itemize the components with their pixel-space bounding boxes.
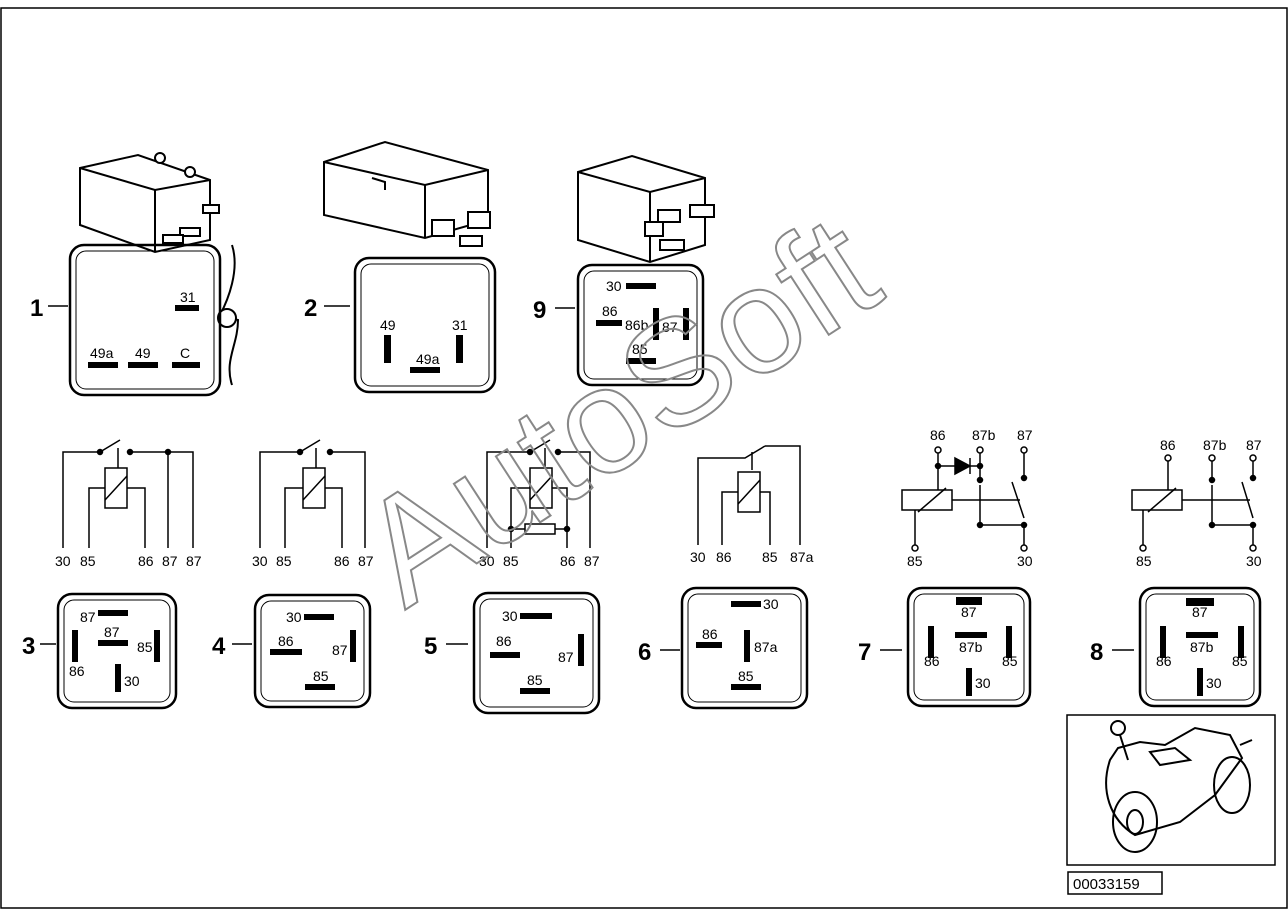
relay-9-pin-86: 86 [602, 303, 618, 319]
schematic-4 [259, 439, 366, 548]
sch8-label-87: 87 [1246, 437, 1262, 453]
relay-1-drawing [79, 152, 240, 386]
sch7-label-86: 86 [930, 427, 946, 443]
relay-9-pin-30: 30 [606, 278, 622, 294]
sch5-label-30: 30 [479, 553, 495, 569]
relay-5-pin-face: 30 86 87 85 [472, 591, 601, 715]
relay-5-pin-86: 86 [496, 633, 512, 649]
sch8-label-85: 85 [1136, 553, 1152, 569]
relay-2-pin-face: 49 31 49a [353, 256, 497, 394]
relay-1-pin-49a: 49a [90, 345, 114, 361]
relay-8-pin-86: 86 [1156, 653, 1172, 669]
sch5-label-86: 86 [560, 553, 576, 569]
sch3-label-86: 86 [138, 553, 154, 569]
sch6-label-85: 85 [762, 549, 778, 565]
relay-1-pin-face: 31 49a 49 C [68, 243, 222, 397]
relay-4-pin-30: 30 [286, 609, 302, 625]
relay-6-pin-85: 85 [738, 668, 754, 684]
relay-8-pin-30: 30 [1206, 675, 1222, 691]
relay-9-drawing [577, 154, 715, 264]
relay-3-pin-85: 85 [137, 639, 153, 655]
sch6-label-30: 30 [690, 549, 706, 565]
schematic-5 [486, 439, 591, 548]
sch3-label-87-2: 87 [186, 553, 202, 569]
schematic-8 [1131, 454, 1257, 552]
sch8-label-30: 30 [1246, 553, 1262, 569]
relay-9-pin-85: 85 [632, 341, 648, 357]
relay-5-number: 5 [424, 633, 437, 660]
relay-7-pin-87b: 87b [959, 639, 983, 655]
sch4-label-87: 87 [358, 553, 374, 569]
sch8-label-87b: 87b [1203, 437, 1227, 453]
relay-3-pin-87b: 87 [104, 624, 120, 640]
sch4-label-85: 85 [276, 553, 292, 569]
relay-7-number: 7 [858, 639, 871, 666]
sch3-label-85: 85 [80, 553, 96, 569]
sch7-label-85: 85 [907, 553, 923, 569]
relay-4-pin-face: 30 86 87 85 [253, 593, 372, 709]
motorcycle-thumbnail [1066, 714, 1276, 866]
relay-3-pin-86: 86 [69, 663, 85, 679]
sch7-label-87b: 87b [972, 427, 996, 443]
relay-4-pin-87: 87 [332, 642, 348, 658]
relay-6-pin-86: 86 [702, 626, 718, 642]
relay-4-number: 4 [212, 633, 226, 660]
relay-9-pin-87: 87 [662, 319, 678, 335]
relay-7-pin-85: 85 [1002, 653, 1018, 669]
relay-8-pin-87: 87 [1192, 604, 1208, 620]
relay-3-pin-87a: 87 [80, 609, 96, 625]
relay-1-number: 1 [30, 295, 43, 322]
relay-1-pin-31: 31 [180, 289, 196, 305]
relay-2-pin-49: 49 [380, 317, 396, 333]
relay-6-number: 6 [638, 639, 651, 666]
relay-7-pin-face: 87 86 87b 85 30 [906, 586, 1032, 708]
relay-4-pin-86: 86 [278, 633, 294, 649]
relay-3-pin-face: 87 87 85 86 30 [56, 592, 178, 710]
relay-7-pin-86: 86 [924, 653, 940, 669]
relay-8-number: 8 [1090, 639, 1103, 666]
schematic-7 [901, 446, 1028, 552]
sch4-label-30: 30 [252, 553, 268, 569]
relay-7-pin-87: 87 [961, 604, 977, 620]
relay-8-pin-face: 87 86 87b 85 30 [1138, 586, 1262, 708]
relay-5-pin-30: 30 [502, 608, 518, 624]
relay-2-pin-49a: 49a [416, 351, 440, 367]
schematic-3 [62, 439, 194, 548]
relay-6-pin-face: 30 86 87a 85 [680, 586, 809, 710]
sch7-label-30: 30 [1017, 553, 1033, 569]
sch6-label-87a: 87a [790, 549, 814, 565]
page-border [0, 7, 1288, 909]
relay-9-pin-86b: 86b [625, 317, 649, 333]
sch6-label-86: 86 [716, 549, 732, 565]
part-number-box [1067, 871, 1163, 895]
relay-9-pin-face: 30 86 86b 87 85 [576, 263, 705, 387]
relay-6-pin-87a: 87a [754, 639, 778, 655]
sch3-label-30: 30 [55, 553, 71, 569]
relay-2-pin-31: 31 [452, 317, 468, 333]
relay-1-pin-c: C [180, 345, 190, 361]
schematic-6 [697, 445, 801, 545]
relay-3-number: 3 [22, 633, 35, 660]
relay-7-pin-30: 30 [975, 675, 991, 691]
sch3-label-87: 87 [162, 553, 178, 569]
sch5-label-85: 85 [503, 553, 519, 569]
relay-8-pin-85: 85 [1232, 653, 1248, 669]
relay-3-pin-30: 30 [124, 673, 140, 689]
relay-5-pin-87: 87 [558, 649, 574, 665]
sch7-label-87: 87 [1017, 427, 1033, 443]
sch5-label-87: 87 [584, 553, 600, 569]
relay-8-pin-87b: 87b [1190, 639, 1214, 655]
relay-1-pin-49: 49 [135, 345, 151, 361]
relay-9-number: 9 [533, 297, 546, 324]
relay-2-number: 2 [304, 295, 317, 322]
part-number: 00033159 [1073, 876, 1140, 893]
relay-2-drawing [323, 140, 491, 247]
relay-4-pin-85: 85 [313, 668, 329, 684]
relay-6-pin-30: 30 [763, 596, 779, 612]
sch4-label-86: 86 [334, 553, 350, 569]
relay-5-pin-85: 85 [527, 672, 543, 688]
sch8-label-86: 86 [1160, 437, 1176, 453]
